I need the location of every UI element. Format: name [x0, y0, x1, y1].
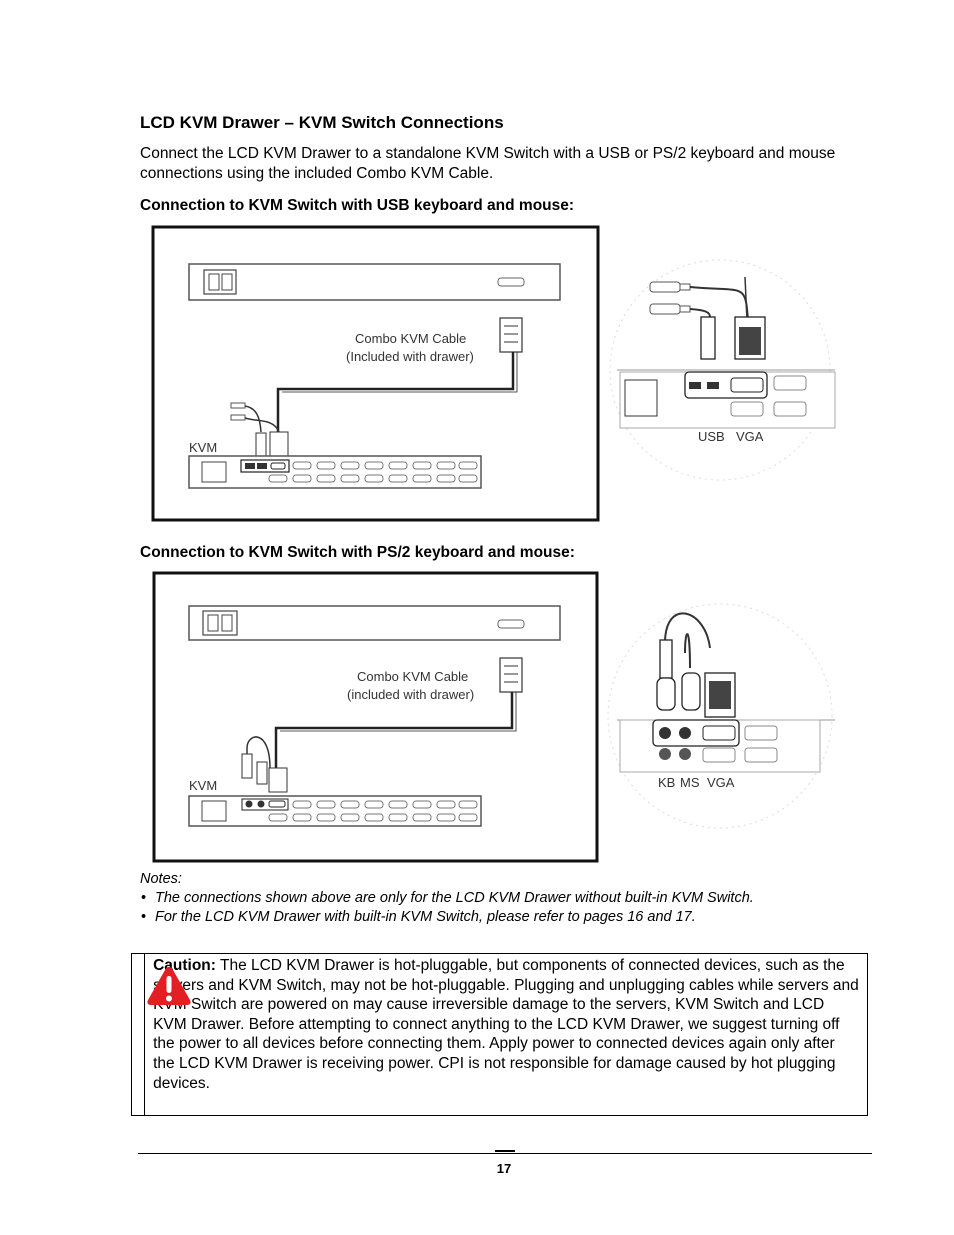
footer-rule [138, 1153, 872, 1154]
note-item: The connections shown above are only for… [140, 889, 754, 908]
usb-connection-heading: Connection to KVM Switch with USB keyboa… [140, 197, 575, 214]
caution-text: Caution: The LCD KVM Drawer is hot-plugg… [145, 954, 867, 1115]
caution-icon-cell [132, 954, 191, 1115]
footer-mark [495, 1150, 515, 1152]
ps2-connection-diagram: Combo KVM Cable (included with drawer) K… [152, 571, 835, 863]
ps2-connection-heading: Connection to KVM Switch with PS/2 keybo… [140, 544, 575, 561]
warning-triangle-icon [147, 967, 191, 1005]
caution-box: Caution: The LCD KVM Drawer is hot-plugg… [131, 953, 868, 1116]
ps2-port-label-kb: KB [658, 775, 675, 790]
notes: Notes: The connections shown above are o… [140, 870, 754, 927]
ps2-cable-label-line2: (included with drawer) [347, 687, 474, 702]
caution-body: The LCD KVM Drawer is hot-pluggable, but… [153, 957, 859, 1092]
notes-title: Notes: [140, 871, 182, 887]
ps2-port-label-ms: MS [680, 775, 700, 790]
usb-cable-label-line1: Combo KVM Cable [355, 331, 466, 346]
section-title: LCD KVM Drawer – KVM Switch Connections [140, 113, 504, 132]
intro-paragraph: Connect the LCD KVM Drawer to a standalo… [140, 145, 836, 182]
usb-port-label-vga: VGA [736, 429, 764, 444]
ps2-cable-label-line1: Combo KVM Cable [357, 669, 468, 684]
ps2-port-label-vga: VGA [707, 775, 735, 790]
note-item: For the LCD KVM Drawer with built-in KVM… [140, 908, 754, 927]
usb-port-label-usb: USB [698, 429, 725, 444]
usb-kvm-label: KVM [189, 440, 217, 455]
ps2-kvm-label: KVM [189, 778, 217, 793]
usb-cable-label-line2: (Included with drawer) [346, 349, 474, 364]
page-number: 17 [496, 1161, 512, 1176]
usb-connection-diagram: Combo KVM Cable (Included with drawer) K… [151, 225, 836, 522]
